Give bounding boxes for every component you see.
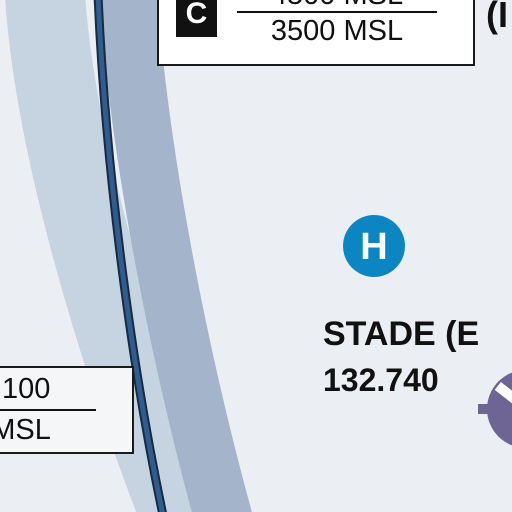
edge-label-fragment: (I: [486, 0, 508, 35]
airspace-band-outer: [5, 0, 220, 512]
airspace-altitude-label[interactable]: 100 ⁾ MSL: [0, 366, 134, 454]
airspace-boundary-line: [95, 0, 165, 512]
altitude-divider: [0, 409, 96, 411]
airspace-ceiling: 4500 MSL: [237, 0, 437, 10]
airspace-floor: 3500 MSL: [270, 15, 404, 47]
airport-frequency: 132.740: [323, 362, 439, 398]
airport-name: STADE (E: [323, 315, 480, 353]
altitude-divider: [237, 11, 437, 13]
airspace-class-letter: C: [176, 0, 217, 37]
airspace-band-inner: [99, 0, 252, 512]
airspace-ceiling-partial: 100: [2, 373, 51, 405]
airspace-class-c-label[interactable]: C 4500 MSL 3500 MSL: [157, 0, 475, 66]
airspace-floor-partial: ⁾ MSL: [0, 414, 51, 446]
heliport-icon[interactable]: H: [343, 215, 405, 277]
airport-symbol-icon[interactable]: [478, 370, 512, 448]
heliport-letter: H: [360, 225, 388, 268]
